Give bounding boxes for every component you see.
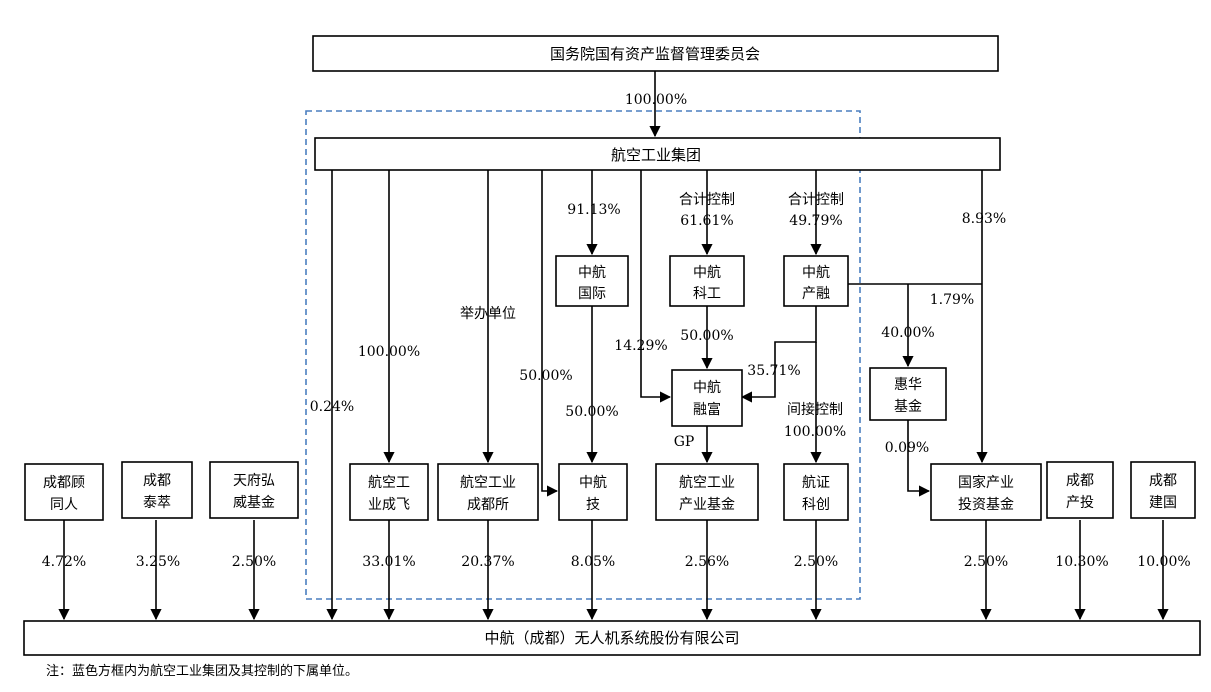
node-ji-line1: 中航 <box>579 475 607 491</box>
node-indfund-line1: 航空工业 <box>679 475 735 491</box>
node-national-line1: 国家产业 <box>958 474 1014 491</box>
node-avic-intl: 中航 国际 <box>555 255 629 307</box>
node-sasac: 国务院国有资产监督管理委员会 <box>312 35 999 72</box>
label-indfin-pct: 49.79% <box>789 213 842 229</box>
node-huihua-line2: 基金 <box>894 398 922 415</box>
node-chengdu-taicui: 成都 泰萃 <box>121 461 193 519</box>
holding-chengdu-taicui: 3.25% <box>136 554 180 570</box>
node-tianfu-hongwei: 天府弘 威基金 <box>209 461 299 519</box>
node-target-company: 中航（成都）无人机系统股份有限公司 <box>23 620 1201 656</box>
node-guwen-line1: 成都顾 <box>43 475 85 491</box>
label-gp: GP <box>674 434 695 450</box>
node-avic-label: 航空工业集团 <box>611 146 701 164</box>
label-indfin-national: 1.79% <box>930 292 974 308</box>
node-national-line2: 投资基金 <box>958 496 1014 513</box>
node-avic-ind-fund: 航空工业 产业基金 <box>655 463 759 521</box>
node-avic-ind-fin: 中航 产融 <box>783 255 849 307</box>
label-huihua-national: 0.09% <box>885 440 929 456</box>
connector-lines <box>58 71 1169 621</box>
node-avic: 航空工业集团 <box>314 137 1001 171</box>
label-avic-national: 8.93% <box>962 211 1006 227</box>
node-ji-line2: 技 <box>586 497 600 513</box>
label-indirect-pct: 100.00% <box>784 424 846 440</box>
node-huihua-fund: 惠华 基金 <box>869 367 947 421</box>
node-jianguo-line2: 建国 <box>1149 495 1177 511</box>
label-tech-pct: 61.61% <box>680 213 733 229</box>
node-chantou-line1: 成都 <box>1066 473 1094 489</box>
holding-labels: 4.72% 3.25% 2.50% 33.01% 20.37% 8.05% 2.… <box>42 554 1191 570</box>
holding-avic-ji: 8.05% <box>571 554 615 570</box>
holding-avic-chengdu-inst: 20.37% <box>461 554 514 570</box>
node-avic-tech-line1: 中航 <box>693 265 721 281</box>
holding-avic-ind-fund: 2.56% <box>685 554 729 570</box>
label-indfin-huihua: 40.00% <box>881 325 934 341</box>
label-avic-direct: 0.24% <box>310 399 354 415</box>
node-avic-ind-fin-line1: 中航 <box>802 265 830 281</box>
node-inst-line2: 成都所 <box>467 497 509 513</box>
node-tianfu-line1: 天府弘 <box>233 473 275 489</box>
node-tianfu-line2: 威基金 <box>233 494 275 511</box>
node-indfund-line2: 产业基金 <box>679 496 735 513</box>
label-indirect-control: 间接控制 <box>787 401 843 418</box>
holding-avic-zhengchuang: 2.50% <box>794 554 838 570</box>
node-chengfei-line2: 业成飞 <box>368 497 410 513</box>
holding-national-fund: 2.50% <box>964 554 1008 570</box>
node-chengdu-guwen: 成都顾 同人 <box>24 463 104 521</box>
node-huihua-line1: 惠华 <box>894 377 922 393</box>
node-jianguo-line1: 成都 <box>1149 473 1177 489</box>
label-indfin-rongfu: 35.71% <box>747 363 800 379</box>
node-avic-chengfei: 航空工 业成飞 <box>349 463 429 521</box>
node-zhengchuang-line1: 航证 <box>802 475 830 491</box>
label-combined-control-1: 合计控制 <box>679 192 735 208</box>
label-avic-rongfu: 14.29% <box>614 338 667 354</box>
label-avic-ji: 50.00% <box>519 368 572 384</box>
label-avic-intl: 91.13% <box>567 202 620 218</box>
holding-chengdu-chantou: 10.30% <box>1055 554 1108 570</box>
node-target-label: 中航（成都）无人机系统股份有限公司 <box>484 629 739 647</box>
holding-chengdu-guwen: 4.72% <box>42 554 86 570</box>
label-sponsor-unit: 举办单位 <box>460 306 516 322</box>
label-combined-control-2: 合计控制 <box>788 192 844 208</box>
holding-tianfu-hongwei: 2.50% <box>232 554 276 570</box>
holding-avic-chengfei: 33.01% <box>362 554 415 570</box>
node-rongfu-line1: 中航 <box>693 380 721 396</box>
node-avic-zhengchuang: 航证 科创 <box>783 463 849 521</box>
node-zhengchuang-line2: 科创 <box>802 497 830 513</box>
node-avic-tech: 中航 科工 <box>669 255 745 307</box>
node-avic-ji: 中航 技 <box>558 463 628 521</box>
label-sasac-avic: 100.00% <box>625 92 687 108</box>
node-taicui-line2: 泰萃 <box>143 495 171 511</box>
node-avic-chengdu-inst: 航空工业 成都所 <box>437 463 539 521</box>
node-sasac-label: 国务院国有资产监督管理委员会 <box>550 45 760 63</box>
node-taicui-line1: 成都 <box>143 473 171 489</box>
node-guwen-line2: 同人 <box>50 497 78 513</box>
node-avic-rongfu: 中航 融富 <box>671 369 743 427</box>
node-chantou-line2: 产投 <box>1066 495 1094 511</box>
node-chengdu-jianguo: 成都 建国 <box>1130 461 1196 519</box>
node-chengfei-line1: 航空工 <box>368 475 410 491</box>
label-avic-chengfei: 100.00% <box>358 344 420 360</box>
edge-labels: 100.00% 0.24% 100.00% 举办单位 50.00% 91.13%… <box>310 92 1006 456</box>
node-rongfu-line2: 融富 <box>693 401 721 418</box>
avic-group-boundary <box>305 110 861 600</box>
holding-chengdu-jianguo: 10.00% <box>1137 554 1190 570</box>
label-intl-ji: 50.00% <box>565 404 618 420</box>
node-avic-ind-fin-line2: 产融 <box>802 286 830 302</box>
node-avic-intl-line1: 中航 <box>578 265 606 281</box>
node-avic-tech-line2: 科工 <box>693 286 721 302</box>
node-avic-intl-line2: 国际 <box>578 286 606 302</box>
label-tech-rongfu: 50.00% <box>680 328 733 344</box>
node-inst-line1: 航空工业 <box>460 475 516 491</box>
footnote: 注：蓝色方框内为航空工业集团及其控制的下属单位。 <box>46 664 359 679</box>
node-chengdu-chantou: 成都 产投 <box>1046 461 1114 519</box>
node-national-fund: 国家产业 投资基金 <box>930 463 1042 521</box>
